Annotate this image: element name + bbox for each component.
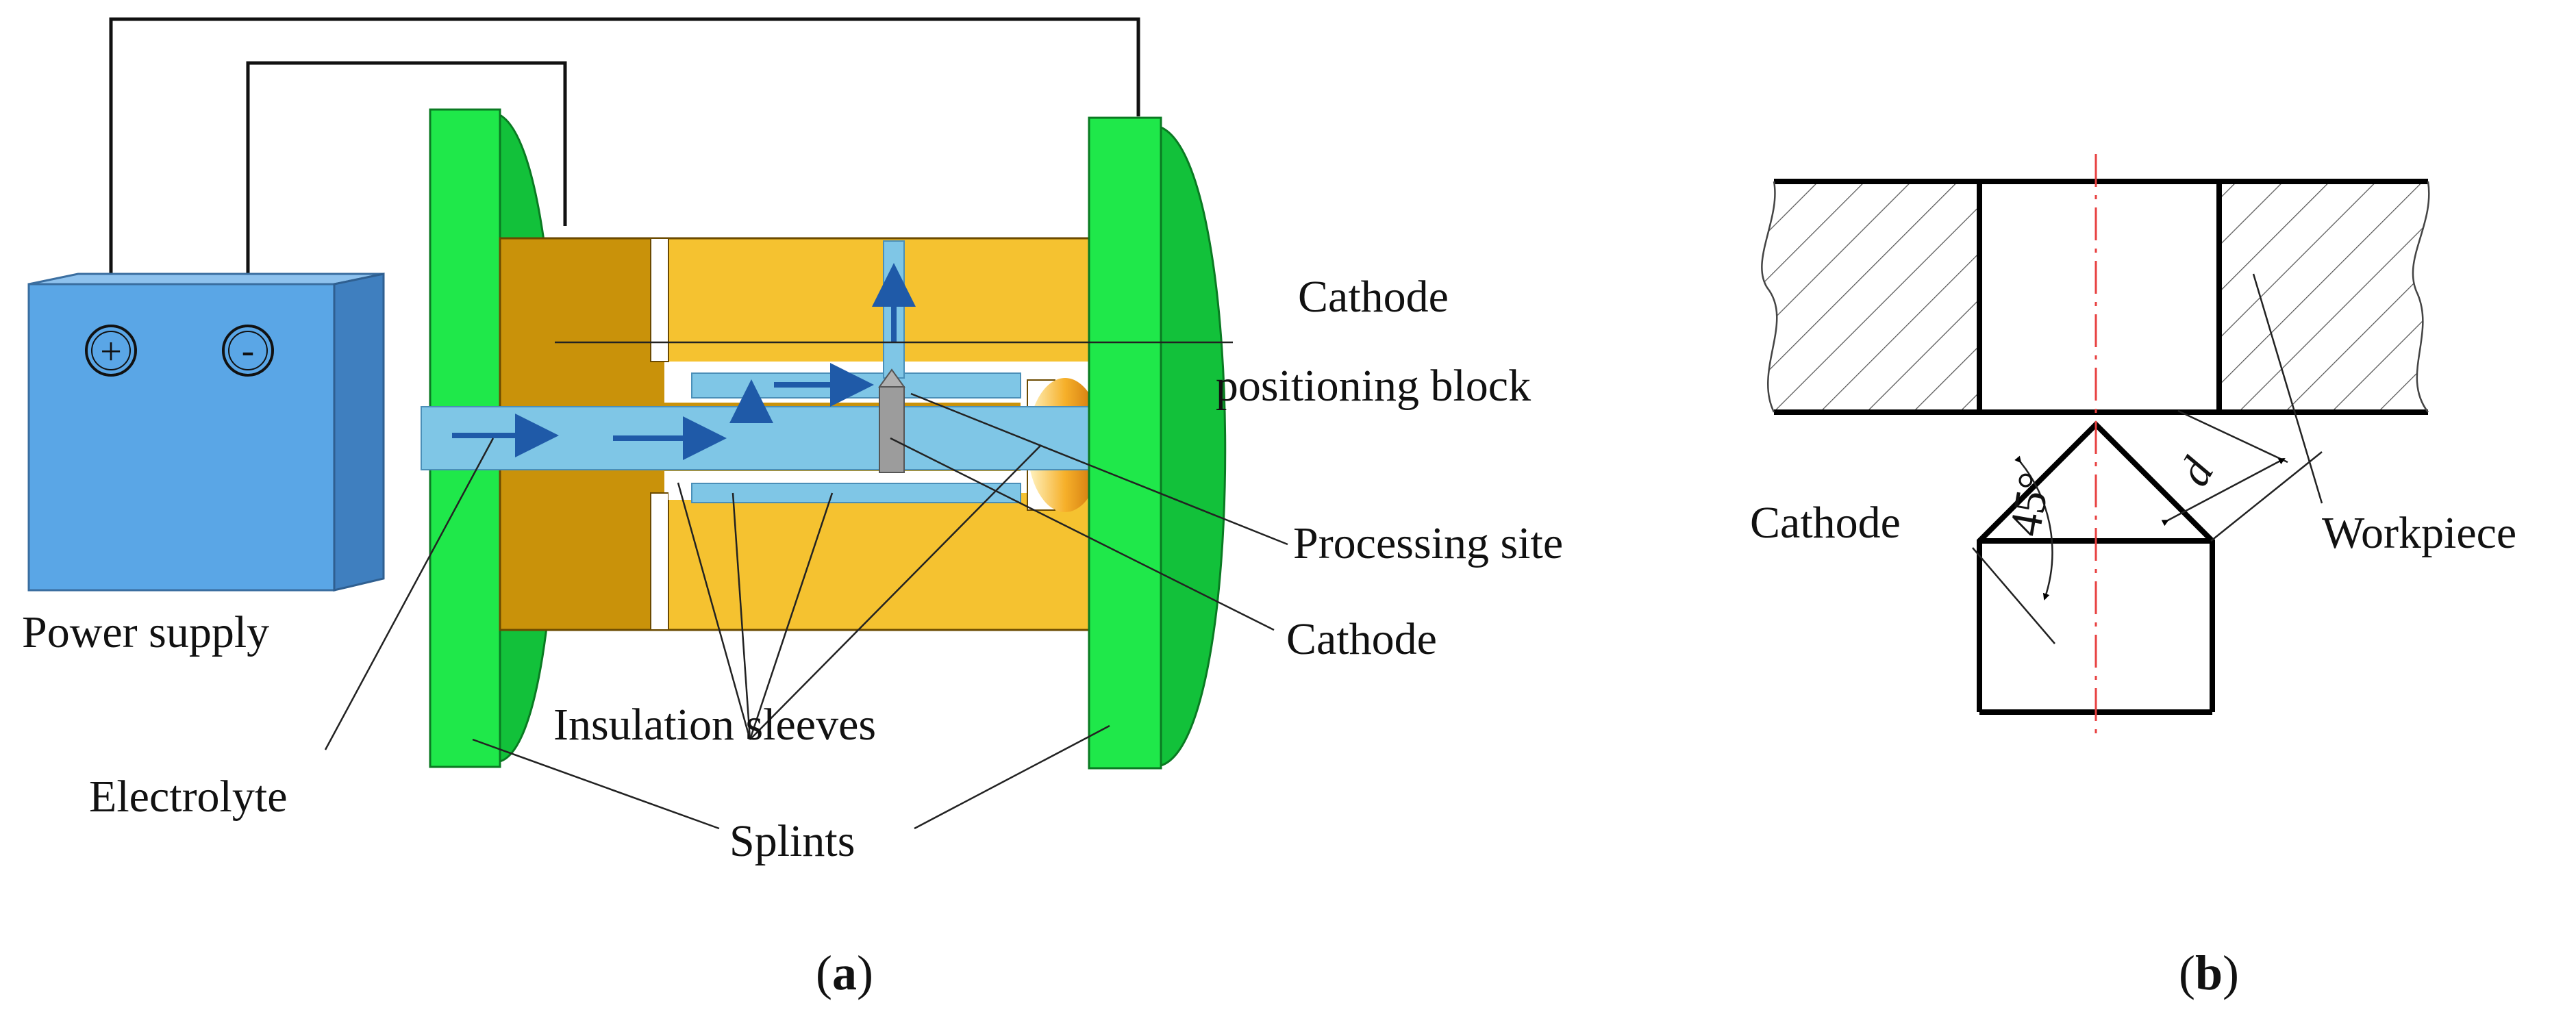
power-wires xyxy=(109,17,1140,329)
label-cathode-block-line1: Cathode xyxy=(1298,272,1449,322)
angle-arc xyxy=(2014,455,2053,600)
label-cathode-a: Cathode xyxy=(1286,614,1437,664)
power-supply-box: + - xyxy=(27,273,385,592)
panel-a-caption: (a) xyxy=(816,946,873,1000)
label-splints: Splints xyxy=(729,816,855,866)
gap-label: d xyxy=(2169,449,2224,494)
label-insulation-sleeves: Insulation sleeves xyxy=(553,700,876,750)
power-supply-front xyxy=(27,283,336,592)
label-workpiece: Workpiece xyxy=(2322,508,2516,558)
label-cathode-block-line2: positioning block xyxy=(1216,361,1531,411)
processing-site-tip xyxy=(878,368,905,388)
negative-terminal: - xyxy=(222,325,274,377)
cathode-pin xyxy=(878,368,905,473)
negative-terminal-label: - xyxy=(242,329,255,372)
positive-terminal-label: + xyxy=(100,331,122,373)
leader-lines xyxy=(324,341,1288,830)
power-supply-top xyxy=(28,273,384,286)
positive-terminal: + xyxy=(85,325,137,377)
angle-label: 45° xyxy=(2000,468,2060,540)
panel-b: 45° d Cathode Workpiece (b) xyxy=(1750,154,2516,1000)
cathode-positioning-block-body xyxy=(499,237,1090,631)
panel-a: + - xyxy=(22,17,1563,1000)
electrolyte-lower-annulus xyxy=(691,483,1021,503)
label-electrolyte: Electrolyte xyxy=(89,772,288,822)
label-processing-site: Processing site xyxy=(1293,518,1563,568)
workpiece xyxy=(1761,179,2430,415)
power-supply-side xyxy=(333,273,385,592)
right-splint xyxy=(1088,116,1227,770)
flow-arrows xyxy=(452,263,916,460)
label-cathode-b: Cathode xyxy=(1750,498,1901,548)
label-power-supply: Power supply xyxy=(22,607,269,657)
panel-b-caption: (b) xyxy=(2179,946,2239,1000)
